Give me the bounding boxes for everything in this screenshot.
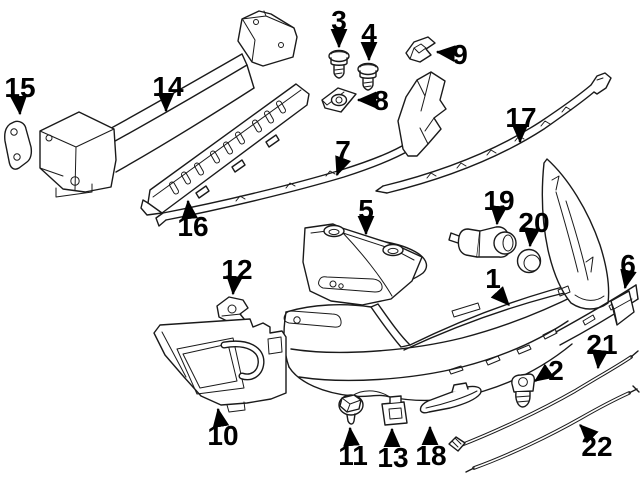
callout-19-arrow [490,205,508,226]
part-22-sensor-cable [465,385,640,473]
part-12-bracket-clip [216,296,249,324]
callout-9-label: 9 [452,39,468,70]
callout-10-arrow [212,407,230,429]
body-quarter-panel [541,158,610,310]
callout-5-label: 5 [358,194,374,225]
callout-14-label: 14 [152,71,184,102]
callout-15: 15 [4,72,36,116]
callout-7: 7 [335,135,352,177]
callout-19-label: 19 [483,185,514,216]
callout-20: 20 [518,207,550,248]
part-18-reflector [419,382,482,414]
callout-17: 17 [505,102,537,144]
callout-8: 8 [356,85,389,116]
callout-4-label: 4 [361,18,377,49]
callout-18: 18 [415,425,447,471]
part-11-bolt [338,394,364,425]
callout-10: 10 [207,407,239,451]
part-8-clip-nut [321,87,357,113]
callout-10-label: 10 [207,420,238,451]
callout-22-label: 22 [581,431,612,462]
callout-14: 14 [152,71,184,113]
callout-7-label: 7 [335,135,351,166]
callout-19: 19 [483,185,515,226]
callout-3: 3 [330,5,348,49]
part-6-cover-plate [610,290,635,326]
callout-1: 1 [485,263,510,306]
part-10-side-bracket [153,318,287,413]
callout-15-arrow [10,95,27,116]
callout-3-label: 3 [331,5,347,36]
callout-20-label: 20 [518,207,549,238]
callout-2: 2 [534,355,564,386]
callout-16: 16 [177,199,209,242]
part-20-grommet [516,248,542,274]
callout-11: 11 [338,426,368,471]
callout-22: 22 [579,424,613,462]
part-13-square-clip [381,395,408,426]
part-21-sensor-cable [448,350,639,452]
part-5-protective-shield [302,223,423,306]
callout-12: 12 [221,254,253,296]
callout-18-label: 18 [415,440,446,471]
part-3-screw-rivet [328,49,350,79]
callout-17-label: 17 [505,102,536,133]
callout-6: 6 [620,249,637,290]
callout-15-label: 15 [4,72,35,103]
callout-9-arrow [435,45,456,62]
callout-11-arrow [343,426,360,447]
part-16-lower-rail [140,83,310,216]
callout-12-arrow [226,275,243,296]
callout-1-label: 1 [485,263,501,294]
callout-4: 4 [360,18,378,62]
part-7-upper-support [155,71,447,227]
part-15-mounting-plate [4,120,33,170]
callout-6-arrow [620,268,637,290]
callout-5: 5 [357,194,375,236]
callout-1-arrow [490,286,510,306]
part-19-park-sensor [448,226,517,258]
callout-21: 21 [586,329,618,370]
callout-22-arrow [579,424,599,444]
part-2-expansion-rivet [511,373,536,408]
callout-11-label: 11 [338,440,368,471]
callout-2-arrow [534,363,555,382]
callout-8-label: 8 [373,85,389,116]
callout-6-label: 6 [620,249,636,280]
part-14-impact-bar [39,10,298,198]
callout-21-arrow [591,349,609,370]
callout-2-label: 2 [548,355,564,386]
callout-20-arrow [523,227,541,248]
part-9-clip [405,36,436,63]
callout-7-arrow [335,155,352,177]
callout-12-label: 12 [221,254,252,285]
callout-9: 9 [435,39,468,70]
part-4-screw-rivet [357,62,379,91]
callout-16-arrow [181,199,198,220]
callout-13: 13 [377,427,409,473]
callout-16-label: 16 [177,211,208,242]
callout-13-label: 13 [377,442,408,473]
callout-21-label: 21 [586,329,617,360]
